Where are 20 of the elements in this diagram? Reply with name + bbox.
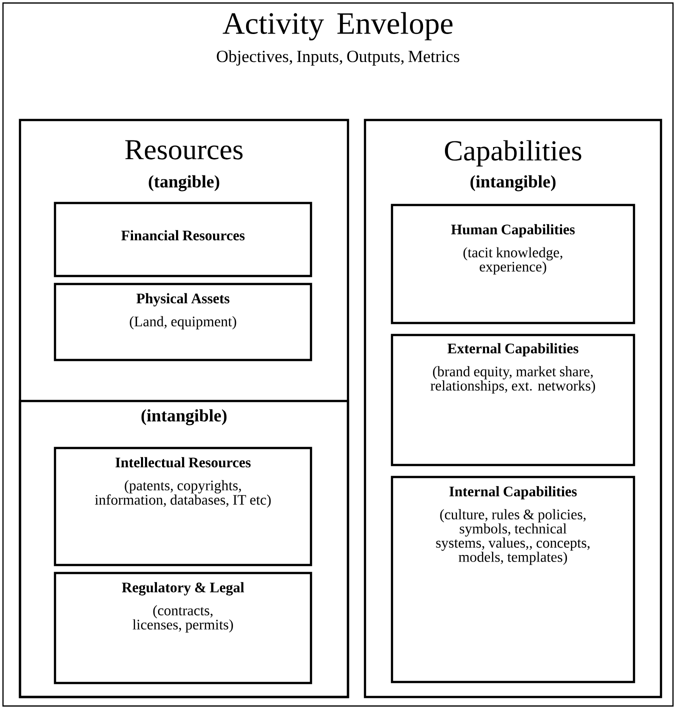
box-heading: Internal Capabilities (449, 486, 577, 500)
panel-title: Resources (125, 140, 243, 160)
panel-subtitle: (tangible) (148, 175, 220, 192)
panel-subtitle: (intangible) (470, 175, 556, 192)
box-text: (patents, copyrights, information, databases, IT etc) (94, 480, 271, 508)
title: Activity Envelope (222, 12, 452, 40)
box-text: (tacit knowledge, experience) (463, 247, 562, 275)
box-heading: Physical Assets (136, 293, 230, 306)
box-text: (culture, rules & policies, symbols, technical systems, values,, concepts, models, templates) (436, 509, 590, 565)
box-heading: External Capabilities (448, 343, 578, 356)
panel-subtitle: (intangible) (142, 409, 226, 426)
box-heading: Financial Resources (121, 230, 245, 240)
subtitle: Objectives, Inputs, Outputs, Metrics (216, 50, 460, 66)
panel-title: Capabilities (444, 140, 582, 166)
box-text: (brand equity, market share, relationships, ext. networks) (430, 366, 596, 394)
box-heading: Intellectual Resources (116, 457, 251, 468)
box-text: (contracts, licenses, permits) (132, 605, 233, 632)
box-heading: Regulatory & Legal (122, 582, 244, 596)
box-text: (Land, equipment) (130, 316, 236, 330)
box-heading: Human Capabilities (451, 224, 575, 238)
